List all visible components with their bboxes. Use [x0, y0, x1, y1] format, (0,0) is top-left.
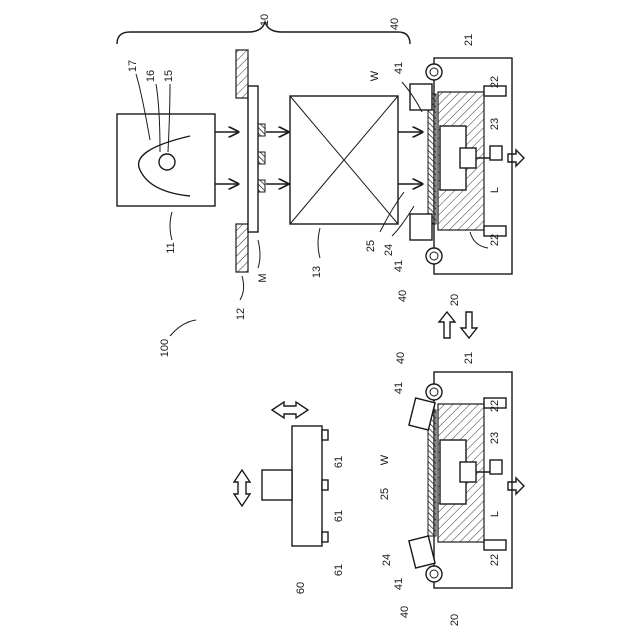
- label-top-20: 20: [449, 294, 461, 306]
- roller-40b-bottom: [426, 566, 442, 582]
- label-60: 60: [295, 582, 307, 594]
- label-bot-22a: 22: [489, 400, 501, 412]
- label-100: 100: [159, 339, 171, 357]
- projection-optics-13: [290, 96, 422, 224]
- label-bot-41b: 41: [393, 578, 405, 590]
- mask-stage-12: [236, 50, 288, 272]
- label-top-40b: 40: [397, 290, 409, 302]
- label-61b: 61: [333, 510, 345, 522]
- wafer-stage-bottom: [409, 372, 524, 588]
- transfer-arm-60: [234, 402, 328, 546]
- label-bot-25: 25: [379, 488, 391, 500]
- label-11: 11: [165, 242, 177, 253]
- label-bot-22b: 22: [489, 554, 501, 566]
- label-bot-20: 20: [449, 614, 461, 626]
- label-61a: 61: [333, 456, 345, 468]
- clamp-41b-top: [410, 214, 432, 240]
- label-top-24: 24: [383, 244, 395, 256]
- horizontal-move-arrow: [272, 402, 308, 418]
- label-bot-23: 23: [489, 432, 501, 444]
- label-top-L: L: [489, 187, 501, 193]
- label-15: 15: [163, 70, 175, 82]
- label-bot-L: L: [489, 511, 501, 517]
- label-bot-40a: 40: [395, 352, 407, 364]
- label-bot-40b: 40: [399, 606, 411, 618]
- label-top-40a: 40: [389, 18, 401, 30]
- label-top-41b: 41: [393, 260, 405, 272]
- label-bot-41a: 41: [393, 382, 405, 394]
- label-bot-21: 21: [463, 352, 475, 364]
- light-source-11: [117, 114, 238, 206]
- label-61c: 61: [333, 564, 345, 576]
- roller-40a-top: [426, 64, 442, 80]
- label-top-W: W: [369, 70, 381, 81]
- wafer-W-top: [428, 94, 436, 224]
- label-top-41a: 41: [393, 62, 405, 74]
- mask-M: [248, 86, 258, 232]
- roller-40a-bottom: [426, 384, 442, 400]
- label-bot-W: W: [379, 454, 391, 465]
- label-top-25: 25: [365, 240, 377, 252]
- label-top-22b: 22: [489, 234, 501, 246]
- label-bot-24: 24: [381, 554, 393, 566]
- label-12: 12: [235, 308, 247, 320]
- label-17: 17: [127, 60, 139, 72]
- double-arrow-vertical: [439, 312, 477, 338]
- label-16: 16: [145, 70, 157, 82]
- roller-40b-top: [426, 248, 442, 264]
- label-top-23: 23: [489, 118, 501, 130]
- wafer-stage-top: [410, 58, 524, 274]
- label-M: M: [257, 273, 269, 282]
- label-10: 10: [259, 14, 271, 26]
- clamp-41b-bottom: [409, 536, 435, 568]
- label-top-21: 21: [463, 34, 475, 46]
- label-13: 13: [311, 266, 323, 278]
- vertical-move-arrow: [234, 470, 250, 506]
- label-top-22a: 22: [489, 76, 501, 88]
